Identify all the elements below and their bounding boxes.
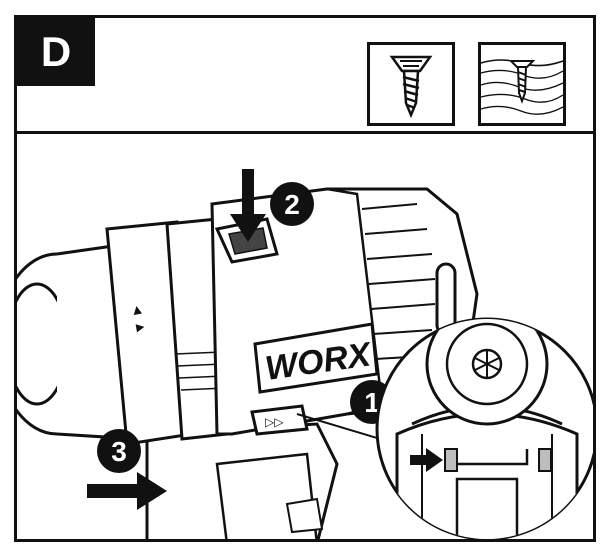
- svg-text:2: 2: [284, 189, 300, 220]
- direction-switch: [250, 404, 309, 436]
- callout-2: 2: [270, 182, 314, 226]
- screw-icon: [367, 42, 455, 126]
- panel-header: D: [17, 18, 593, 134]
- svg-text:1: 1: [364, 387, 380, 418]
- svg-text:▷▷: ▷▷: [265, 415, 284, 429]
- svg-text:◄ ▲: ◄ ▲: [129, 302, 150, 336]
- worx-logo: WORX: [253, 322, 379, 394]
- instruction-panel: D: [14, 15, 596, 542]
- callout-3: 3: [97, 429, 141, 473]
- drill-illustration: ◄ ▲ WORX ▷▷ 2: [17, 169, 593, 539]
- step-badge: D: [17, 18, 95, 86]
- detail-magnifier: [375, 317, 593, 539]
- screw-in-wood-icon: [478, 42, 566, 126]
- svg-text:3: 3: [111, 436, 127, 467]
- press-arrow-icon: [230, 169, 266, 242]
- push-arrow-icon: [87, 472, 167, 510]
